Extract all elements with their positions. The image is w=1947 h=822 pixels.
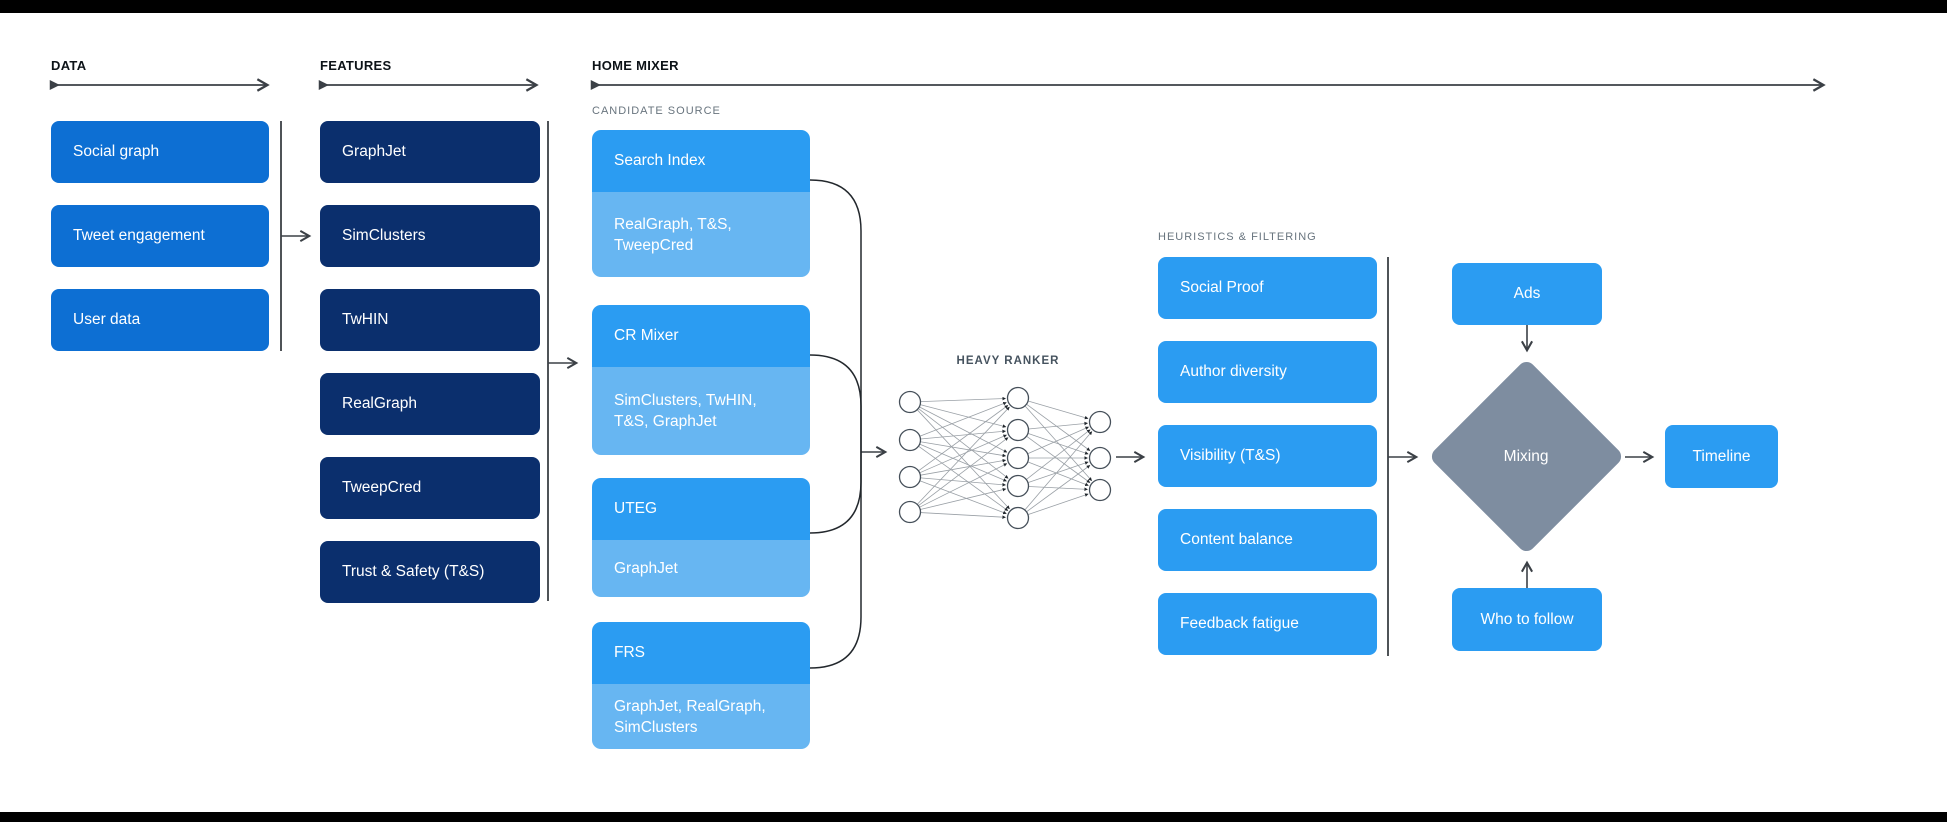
- heuristics-box-feedback-fatigue: Feedback fatigue: [1158, 593, 1377, 655]
- features-box-tweepcred: TweepCred: [320, 457, 540, 519]
- network-node: [1088, 478, 1112, 502]
- network-node: [1088, 446, 1112, 470]
- mixing-diamond-label: Mixing: [1504, 447, 1549, 465]
- home-mixer-section-header: HOME MIXER: [592, 58, 679, 73]
- candidate-card-frs: FRS GraphJet, RealGraph, SimClusters: [592, 622, 810, 749]
- top-letterbox-bar: [0, 0, 1947, 13]
- heuristics-filtering-label: HEURISTICS & FILTERING: [1158, 231, 1317, 243]
- network-node: [898, 428, 922, 452]
- candidate-card-title: FRS: [592, 622, 810, 684]
- mixing-diamond: Mixing: [1428, 358, 1625, 555]
- candidate-card-features: SimClusters, TwHIN, T&S, GraphJet: [592, 367, 810, 455]
- timeline-box: Timeline: [1665, 425, 1778, 488]
- network-node: [1006, 418, 1030, 442]
- heuristics-box-content-balance: Content balance: [1158, 509, 1377, 571]
- network-node: [1006, 474, 1030, 498]
- heuristics-box-visibility: Visibility (T&S): [1158, 425, 1377, 487]
- network-node: [1006, 446, 1030, 470]
- candidate-card-cr-mixer: CR Mixer SimClusters, TwHIN, T&S, GraphJ…: [592, 305, 810, 455]
- data-box-social-graph: Social graph: [51, 121, 269, 183]
- candidate-collector-curves: [809, 179, 862, 669]
- network-node: [1006, 506, 1030, 530]
- candidate-card-title: Search Index: [592, 130, 810, 192]
- candidate-card-uteg: UTEG GraphJet: [592, 478, 810, 597]
- network-node: [898, 390, 922, 414]
- heuristics-box-social-proof: Social Proof: [1158, 257, 1377, 319]
- network-node: [898, 500, 922, 524]
- candidate-card-title: CR Mixer: [592, 305, 810, 367]
- heuristics-box-author-diversity: Author diversity: [1158, 341, 1377, 403]
- candidate-card-features: GraphJet: [592, 540, 810, 597]
- data-box-user-data: User data: [51, 289, 269, 351]
- features-section-header: FEATURES: [320, 58, 392, 73]
- features-box-simclusters: SimClusters: [320, 205, 540, 267]
- network-node: [1088, 410, 1112, 434]
- ads-box: Ads: [1452, 263, 1602, 325]
- heavy-ranker-label: HEAVY RANKER: [956, 355, 1060, 367]
- candidate-card-search-index: Search Index RealGraph, T&S, TweepCred: [592, 130, 810, 277]
- collector-search-index: [809, 179, 862, 452]
- candidate-card-features: RealGraph, T&S, TweepCred: [592, 192, 810, 277]
- features-box-trust-safety: Trust & Safety (T&S): [320, 541, 540, 603]
- features-box-realgraph: RealGraph: [320, 373, 540, 435]
- data-box-tweet-engagement: Tweet engagement: [51, 205, 269, 267]
- candidate-card-title: UTEG: [592, 478, 810, 540]
- collector-uteg: [809, 452, 862, 534]
- network-node: [1006, 386, 1030, 410]
- features-box-twhin: TwHIN: [320, 289, 540, 351]
- candidate-source-label: CANDIDATE SOURCE: [592, 105, 721, 117]
- network-node: [898, 465, 922, 489]
- collector-frs: [809, 452, 862, 669]
- bottom-letterbox-bar: [0, 812, 1947, 822]
- heavy-ranker-network: [898, 386, 1112, 530]
- collector-cr-mixer: [809, 354, 862, 452]
- candidate-card-features: GraphJet, RealGraph, SimClusters: [592, 684, 810, 749]
- data-section-header: DATA: [51, 58, 87, 73]
- features-box-graphjet: GraphJet: [320, 121, 540, 183]
- who-to-follow-box: Who to follow: [1452, 588, 1602, 651]
